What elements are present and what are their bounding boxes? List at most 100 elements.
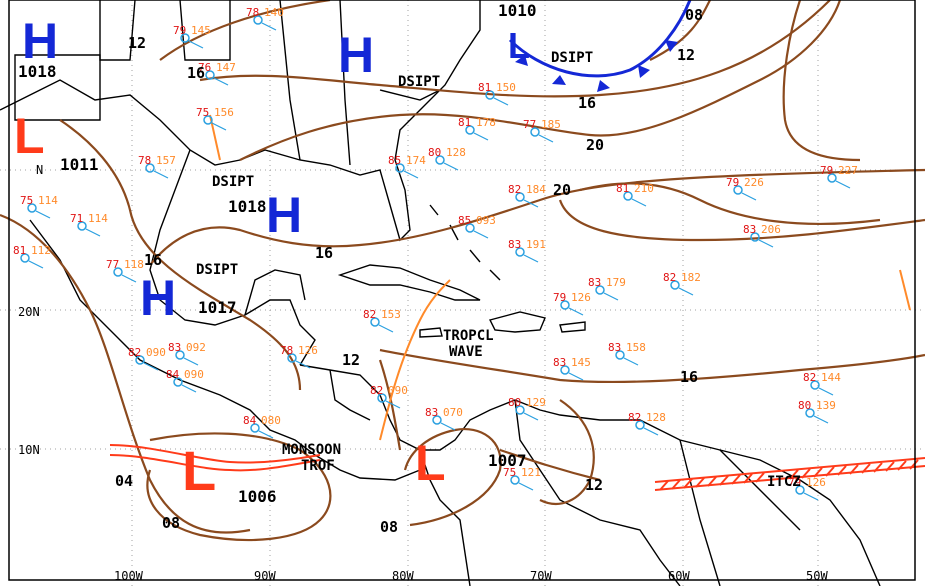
station-pressure: 145	[191, 24, 211, 37]
isobar-label: 08	[162, 514, 180, 532]
high-center-nw: H 1018	[18, 13, 58, 81]
station-pressure: 090	[184, 368, 204, 381]
station-circle	[395, 163, 405, 173]
station-circle	[670, 280, 680, 290]
pressure-value: 1011	[60, 155, 99, 174]
station-temperature: 75	[20, 194, 33, 207]
dissipating-label: DSIPT	[398, 74, 440, 90]
station-temperature: 82	[803, 371, 816, 384]
station-circle	[20, 253, 30, 263]
dissipating-label: DSIPT	[551, 50, 593, 66]
svg-text:H: H	[266, 187, 302, 243]
station-circle	[77, 221, 87, 231]
wind-barb	[623, 357, 639, 366]
station-temperature: 79	[553, 291, 566, 304]
station-temperature: 79	[173, 24, 186, 37]
station-circle	[635, 420, 645, 430]
station-circle	[377, 393, 387, 403]
wind-barb	[568, 372, 584, 381]
station-plot: 79 145	[173, 24, 211, 49]
station-temperature: 78	[280, 344, 293, 357]
station-circle	[250, 423, 260, 433]
station-temperature: 77	[106, 258, 119, 271]
high-center-mexico: H 1017	[140, 270, 237, 326]
station-plot: 80 129	[508, 396, 546, 421]
station-temperature: 71	[70, 212, 83, 225]
wind-barb	[758, 239, 774, 248]
station-temperature: 85	[388, 154, 401, 167]
station-circle	[287, 353, 297, 363]
station-circle	[465, 223, 475, 233]
station-temperature: 83	[608, 341, 621, 354]
isobar-label: 16	[680, 368, 698, 386]
station-pressure: 179	[606, 276, 626, 289]
isobar-label: 16	[578, 94, 596, 112]
station-temperature: 81	[478, 81, 491, 94]
station-circle	[173, 377, 183, 387]
station-pressure: 114	[38, 194, 58, 207]
station-temperature: 83	[508, 238, 521, 251]
station-temperature: 80	[508, 396, 521, 409]
low-center-nw: L 1011	[14, 108, 99, 174]
station-pressure: 139	[816, 399, 836, 412]
station-plot: 83 158	[608, 341, 646, 366]
low-center-panama: L	[415, 435, 446, 491]
isobar-label: 04	[115, 472, 133, 490]
station-pressure: 174	[406, 154, 426, 167]
station-temperature: 79	[820, 164, 833, 177]
station-temperature: 79	[788, 476, 801, 489]
isobar-label: 12	[677, 46, 695, 64]
cold-front-barbs	[515, 40, 678, 92]
station-pressure: 112	[31, 244, 51, 257]
isobar-label: 08	[685, 6, 703, 24]
wind-barb	[631, 198, 647, 207]
wind-barb	[258, 430, 274, 439]
station-circle	[795, 485, 805, 495]
wind-barb	[443, 162, 459, 171]
station-circle	[485, 90, 495, 100]
pressure-value: 1018	[228, 197, 267, 216]
wind-barb	[818, 387, 834, 396]
wind-barb	[473, 132, 489, 141]
wind-barb	[538, 134, 554, 143]
station-pressure: 144	[821, 371, 841, 384]
station-plot: 85 174	[388, 154, 426, 179]
station-circle	[530, 127, 540, 137]
svg-text:H: H	[140, 270, 176, 326]
svg-text:L: L	[508, 25, 530, 66]
station-circle	[515, 192, 525, 202]
svg-text:L: L	[14, 108, 45, 164]
lon-label: 70W	[530, 569, 552, 583]
station-circle	[827, 173, 837, 183]
wind-barb	[835, 180, 851, 189]
pressure-value: 1007	[488, 451, 527, 470]
station-pressure: 158	[626, 341, 646, 354]
high-center-se: H	[338, 27, 374, 83]
station-circle	[27, 203, 37, 213]
station-pressure: 128	[646, 411, 666, 424]
lon-label: 50W	[806, 569, 828, 583]
station-circle	[560, 365, 570, 375]
station-pressure: 129	[526, 396, 546, 409]
wind-barb	[211, 122, 227, 131]
station-temperature: 83	[588, 276, 601, 289]
station-pressure: 185	[541, 118, 561, 131]
wind-barb	[143, 362, 159, 371]
wind-barb	[385, 400, 401, 409]
station-temperature: 82	[128, 346, 141, 359]
